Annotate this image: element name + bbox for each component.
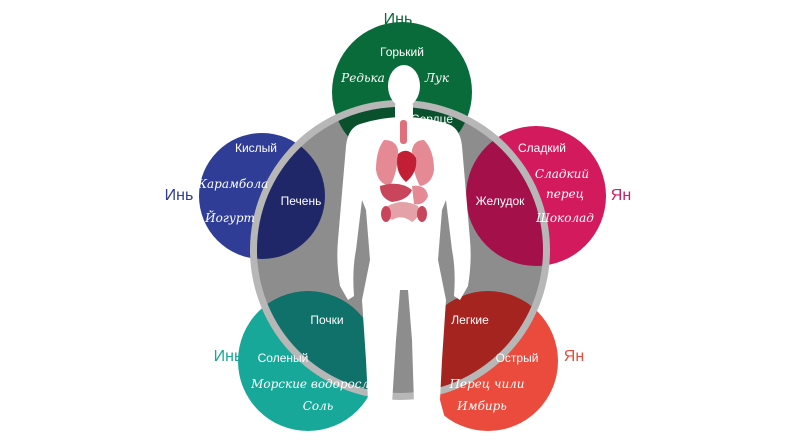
sour-taste-label: Кислый (235, 141, 277, 155)
salty-taste-label: Соленый (258, 351, 309, 365)
bitter-food-2: Лук (424, 71, 450, 85)
sour-organ-label: Печень (281, 194, 322, 208)
salty-yinyang-label: Инь (214, 348, 243, 365)
human-body-silhouette-icon (337, 65, 471, 424)
spicy-food-2: Имбирь (456, 399, 507, 413)
sour-food-2: Йогурт (204, 208, 255, 225)
sweet-food-3: Шоколад (535, 211, 594, 225)
sweet-food-1: Сладкий (535, 167, 589, 181)
bitter-yinyang-label: Инь (384, 11, 413, 28)
bitter-organ-label: Сердце (411, 112, 453, 126)
salty-organ-label: Почки (310, 313, 343, 327)
spicy-yinyang-label: Ян (564, 348, 584, 365)
sweet-yinyang-label: Ян (611, 187, 631, 204)
sweet-food-2: перец (546, 187, 584, 201)
sour-food-1: Карамбола (197, 177, 269, 191)
bitter-food-1: Редька (340, 71, 385, 85)
spicy-organ-label: Легкие (451, 313, 489, 327)
sweet-taste-label: Сладкий (518, 141, 566, 155)
salty-food-2: Соль (303, 399, 334, 413)
internal-organs-icon (376, 120, 434, 222)
spicy-taste-label: Острый (496, 351, 539, 365)
salty-food-1: Морские водоросли (250, 377, 377, 391)
spicy-food-1: Перец чили (448, 377, 524, 391)
sweet-organ-label: Желудок (476, 194, 525, 208)
sour-yinyang-label: Инь (165, 187, 194, 204)
bitter-taste-label: Горький (380, 45, 424, 59)
